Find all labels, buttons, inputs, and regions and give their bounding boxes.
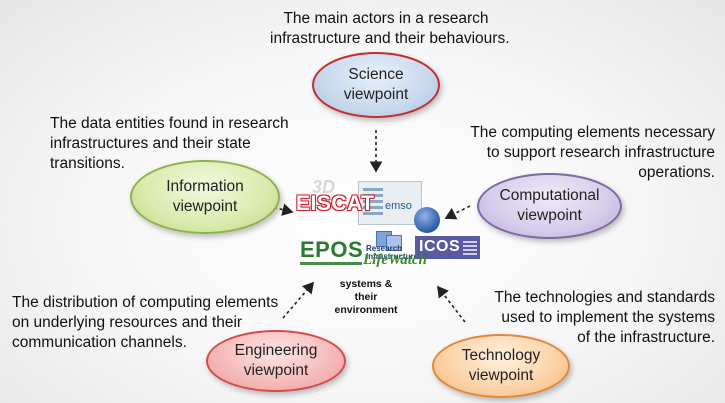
arrow-information xyxy=(267,203,294,216)
3d-mark: 3D xyxy=(312,177,336,197)
information-caption-line: The data entities found in research xyxy=(50,115,289,132)
emso-logo: emso xyxy=(358,181,422,225)
technology-caption-line: used to implement the systems xyxy=(501,309,715,326)
computational-caption: The computing elements necessary to supp… xyxy=(470,123,715,183)
arrow-technology xyxy=(437,285,466,323)
engineering-caption-line: communication channels. xyxy=(12,334,187,351)
epos-logo: EPOS xyxy=(300,237,364,262)
computational-caption-line: to support research infrastructure xyxy=(486,144,715,161)
science-viewpoint: Science viewpoint xyxy=(312,52,440,118)
icos-logo-text: ICOS xyxy=(419,238,461,255)
engineering-caption: The distribution of computing elements o… xyxy=(12,293,278,353)
information-caption: The data entities found in research infr… xyxy=(50,114,289,174)
computational-viewpoint: Computational viewpoint xyxy=(477,173,622,239)
science-caption: The main actors in a research infrastruc… xyxy=(270,9,510,49)
icos-logo: ICOS xyxy=(415,236,480,259)
globe-logo xyxy=(414,207,440,233)
technology-caption-line: of the infrastructure. xyxy=(577,329,715,346)
technology-viewpoint: Technology viewpoint xyxy=(432,334,570,398)
arrow-engineering xyxy=(282,281,315,319)
systems-label-line: their environment xyxy=(334,291,398,316)
technology-viewpoint-label: viewpoint xyxy=(468,367,534,384)
arrow-computational xyxy=(444,205,471,220)
systems-label: systems & their environment xyxy=(324,278,408,317)
engineering-caption-line: on underlying resources and their xyxy=(12,314,243,331)
research-infrastructure-logo: Research Infrastructure xyxy=(360,231,419,261)
engineering-caption-line: The distribution of computing elements xyxy=(12,294,279,311)
lifewatch-logo: LifeWatch xyxy=(363,252,427,268)
computational-caption-line: operations. xyxy=(638,164,715,181)
science-viewpoint-label: Science xyxy=(348,66,404,83)
engineering-viewpoint-label: Engineering xyxy=(234,342,318,359)
engineering-viewpoint: Engineering viewpoint xyxy=(206,330,346,392)
computational-viewpoint-label: Computational xyxy=(499,187,600,204)
information-viewpoint-label: Information xyxy=(166,178,244,195)
research-infrastructure-logo-text: Research Infrastructure xyxy=(366,244,419,261)
engineering-viewpoint-label: viewpoint xyxy=(243,362,309,379)
eiscat-logo: EISCAT xyxy=(296,192,375,215)
science-caption-line: The main actors in a research xyxy=(283,10,489,27)
technology-viewpoint-label: Technology xyxy=(461,347,541,364)
information-viewpoint: Information viewpoint xyxy=(130,160,280,234)
systems-label-line: systems & xyxy=(339,278,393,290)
technology-caption: The technologies and standards used to i… xyxy=(494,288,715,348)
computational-viewpoint-label: viewpoint xyxy=(517,207,582,224)
emso-logo-text: emso xyxy=(385,200,412,212)
information-viewpoint-label: viewpoint xyxy=(172,198,238,215)
epos-logo-underline xyxy=(300,262,362,265)
technology-caption-line: The technologies and standards xyxy=(494,289,715,306)
information-caption-line: transitions. xyxy=(50,155,125,172)
science-caption-line: infrastructure and their behaviours. xyxy=(270,30,510,47)
information-caption-line: infrastructures and their state xyxy=(50,135,251,152)
science-viewpoint-label: viewpoint xyxy=(343,86,409,103)
computational-caption-line: The computing elements necessary xyxy=(470,124,715,141)
